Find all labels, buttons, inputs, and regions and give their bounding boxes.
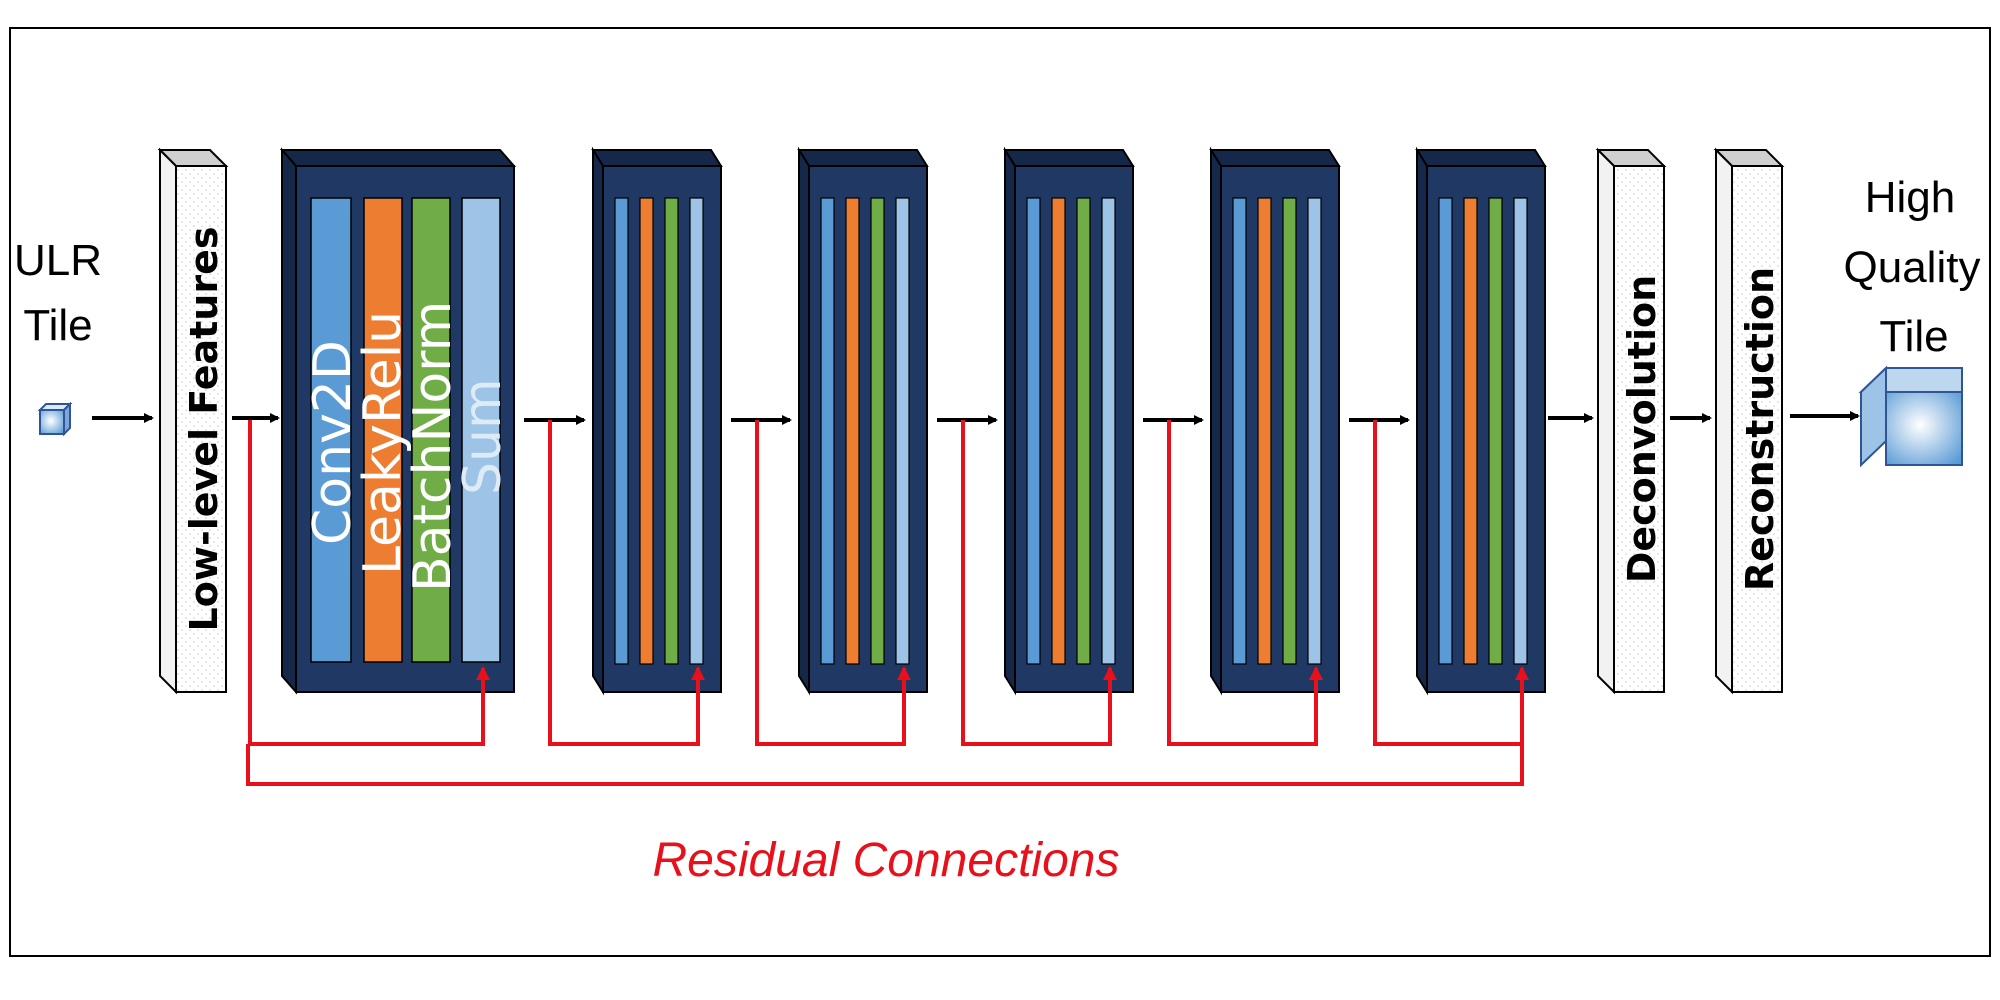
block-2-conv2d-layer xyxy=(614,197,629,665)
input-tile xyxy=(37,401,73,437)
conv2d-label: Conv2D xyxy=(303,340,363,545)
block-6-conv2d-layer xyxy=(1438,197,1453,665)
residual-block-3 xyxy=(797,146,929,696)
block-3-conv2d-layer xyxy=(820,197,835,665)
deconvolution-stage: Deconvolution xyxy=(1595,147,1667,695)
block-3-sum-layer xyxy=(895,197,910,665)
input-label-line1: ULR xyxy=(14,236,102,285)
residual-connections xyxy=(246,420,1529,786)
leakyrelu-layer xyxy=(363,197,403,663)
residual-connection-3 xyxy=(755,420,911,746)
residual-connection-1 xyxy=(248,420,490,746)
block-4-conv2d-layer xyxy=(1026,197,1041,665)
block-4-batchnorm-layer xyxy=(1076,197,1091,665)
residual-connection-6 xyxy=(1373,420,1529,746)
reconstruction-stage: Reconstruction xyxy=(1713,147,1785,695)
block-5-batchnorm-layer xyxy=(1282,197,1297,665)
block-6-leakyrelu-layer xyxy=(1463,197,1478,665)
reconstruction-label: Reconstruction xyxy=(1738,267,1782,591)
block-2-batchnorm-layer xyxy=(664,197,679,665)
block-2-leakyrelu-layer xyxy=(639,197,654,665)
low-level-features-stage: Low-level Features xyxy=(157,147,229,695)
block-6-batchnorm-layer xyxy=(1488,197,1503,665)
residual-connection-4 xyxy=(961,420,1117,746)
block-4-sum-layer xyxy=(1101,197,1116,665)
residual-connections-caption: Residual Connections xyxy=(653,834,1120,887)
residual-connection-2 xyxy=(548,420,705,746)
block-2-sum-layer xyxy=(689,197,704,665)
diagram-frame xyxy=(9,27,1991,957)
residual-block-5 xyxy=(1209,146,1341,696)
batchnorm-label: BatchNorm xyxy=(403,301,463,592)
residual-blocks-compact xyxy=(591,146,1547,696)
deconvolution-label: Deconvolution xyxy=(1620,275,1664,583)
output-label-line3: Tile xyxy=(1879,312,1948,361)
residual-block-6 xyxy=(1415,146,1547,696)
block-3-leakyrelu-layer xyxy=(845,197,860,665)
output-label-line1: High xyxy=(1865,173,1956,222)
residual-block-2 xyxy=(591,146,723,696)
output-tile xyxy=(1858,365,1963,468)
batchnorm-layer xyxy=(411,197,451,663)
block-5-sum-layer xyxy=(1307,197,1322,665)
conv2d-layer xyxy=(310,197,352,663)
residual-block-4 xyxy=(1003,146,1135,696)
low-level-features-label: Low-level Features xyxy=(182,227,226,632)
block-5-leakyrelu-layer xyxy=(1257,197,1272,665)
leakyrelu-label: LeakyRelu xyxy=(353,311,413,575)
input-cube-icon xyxy=(39,409,65,435)
residual-connection-5 xyxy=(1167,420,1323,746)
residual-connection-global xyxy=(246,744,1524,786)
forward-arrows xyxy=(92,411,1860,425)
output-cube-icon xyxy=(1885,391,1963,466)
output-label-line2: Quality xyxy=(1844,243,1981,292)
block-4-leakyrelu-layer xyxy=(1051,197,1066,665)
sum-label: Sum xyxy=(453,378,513,495)
block-3-batchnorm-layer xyxy=(870,197,885,665)
residual-block-expanded: Conv2D LeakyRelu BatchNorm Sum xyxy=(279,147,517,695)
block-5-conv2d-layer xyxy=(1232,197,1247,665)
input-label-line2: Tile xyxy=(23,301,92,350)
sum-layer xyxy=(461,197,501,663)
block-6-sum-layer xyxy=(1513,197,1528,665)
